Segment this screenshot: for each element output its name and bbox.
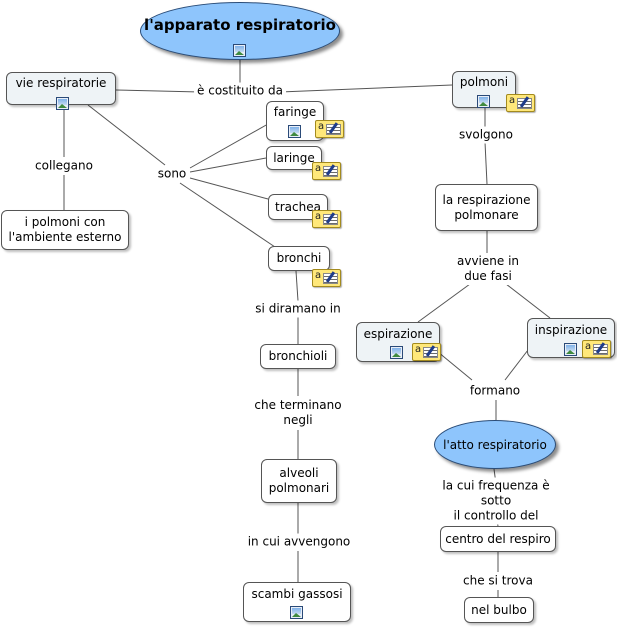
note-icon[interactable]: a [312, 269, 341, 287]
link-costituito-da: è costituito da [194, 82, 286, 100]
concept-atto-respiratorio[interactable]: l'atto respiratorio [434, 420, 556, 469]
concept-bronchioli-label: bronchioli [268, 349, 328, 363]
note-icon[interactable]: a [506, 94, 535, 112]
concept-alveoli-polmonari[interactable]: alveoli polmonari [261, 459, 337, 503]
concept-atto-respiratorio-label: l'atto respiratorio [443, 437, 547, 452]
concept-polmoni-label: polmoni [459, 75, 509, 89]
image-icon[interactable] [390, 346, 403, 359]
note-icon[interactable]: a [412, 343, 441, 361]
concept-bronchi-label: bronchi [276, 251, 322, 265]
link-sono: sono [154, 165, 190, 183]
concept-respirazione-polmonare-label: la respirazione polmonare [442, 192, 531, 222]
concept-nel-bulbo-label: nel bulbo [471, 602, 527, 617]
link-avviene-in-due-fasi-text: avviene in due fasi [456, 254, 520, 283]
main-concept-title: l'apparato respiratorio [144, 16, 336, 34]
image-icon[interactable] [288, 125, 301, 138]
concept-alveoli-polmonari-label: alveoli polmonari [268, 466, 330, 495]
concept-nel-bulbo[interactable]: nel bulbo [464, 597, 534, 623]
link-collegano: collegano [32, 157, 96, 175]
concept-inspirazione-label: inspirazione [534, 323, 608, 337]
link-avviene-in-due-fasi: avviene in due fasi [453, 253, 523, 285]
concept-centro-del-respiro-label: centro del respiro [445, 531, 551, 546]
link-la-cui-frequenza-text: la cui frequenza è sotto il controllo de… [442, 478, 550, 523]
note-icon[interactable]: a [315, 120, 344, 138]
concept-trachea[interactable]: trachea [268, 194, 328, 220]
image-icon[interactable] [477, 95, 490, 108]
concept-polmoni-ambiente[interactable]: i polmoni con l'ambiente esterno [1, 210, 129, 250]
note-icon[interactable]: a [582, 340, 611, 358]
note-icon[interactable]: a [312, 210, 341, 228]
concept-trachea-label: trachea [275, 199, 321, 214]
concept-scambi-gassosi-label: scambi gassosi [251, 587, 343, 601]
link-la-cui-frequenza: la cui frequenza è sotto il controllo de… [435, 477, 557, 525]
link-svolgono: svolgono [456, 126, 516, 144]
concept-faringe-label: faringe [273, 105, 317, 119]
concept-polmoni-ambiente-label: i polmoni con l'ambiente esterno [8, 215, 122, 244]
concept-bronchi[interactable]: bronchi [268, 246, 330, 271]
note-icon[interactable]: a [312, 162, 341, 180]
concept-espirazione-label: espirazione [363, 327, 433, 341]
concept-bronchioli[interactable]: bronchioli [260, 344, 336, 369]
link-che-si-trova: che si trova [460, 572, 536, 590]
image-icon[interactable] [56, 97, 69, 110]
image-icon[interactable] [564, 343, 577, 356]
link-che-terminano-negli-text: che terminano negli [254, 398, 342, 427]
link-in-cui-avvengono: in cui avvengono [244, 533, 354, 551]
concept-polmoni[interactable]: polmoni [452, 71, 516, 108]
image-icon[interactable] [290, 606, 303, 619]
link-si-diramano-in: si diramano in [252, 300, 344, 318]
concept-laringe-label: laringe [273, 150, 315, 165]
concept-laringe[interactable]: laringe [266, 146, 322, 170]
main-concept-oval[interactable]: l'apparato respiratorio [140, 2, 340, 60]
concept-respirazione-polmonare[interactable]: la respirazione polmonare [435, 184, 538, 231]
concept-centro-del-respiro[interactable]: centro del respiro [440, 526, 556, 552]
link-che-terminano-negli: che terminano negli [251, 397, 345, 429]
link-formano: formano [466, 382, 524, 400]
concept-vie-respiratorie-label: vie respiratorie [15, 76, 107, 90]
image-icon[interactable] [233, 44, 246, 57]
